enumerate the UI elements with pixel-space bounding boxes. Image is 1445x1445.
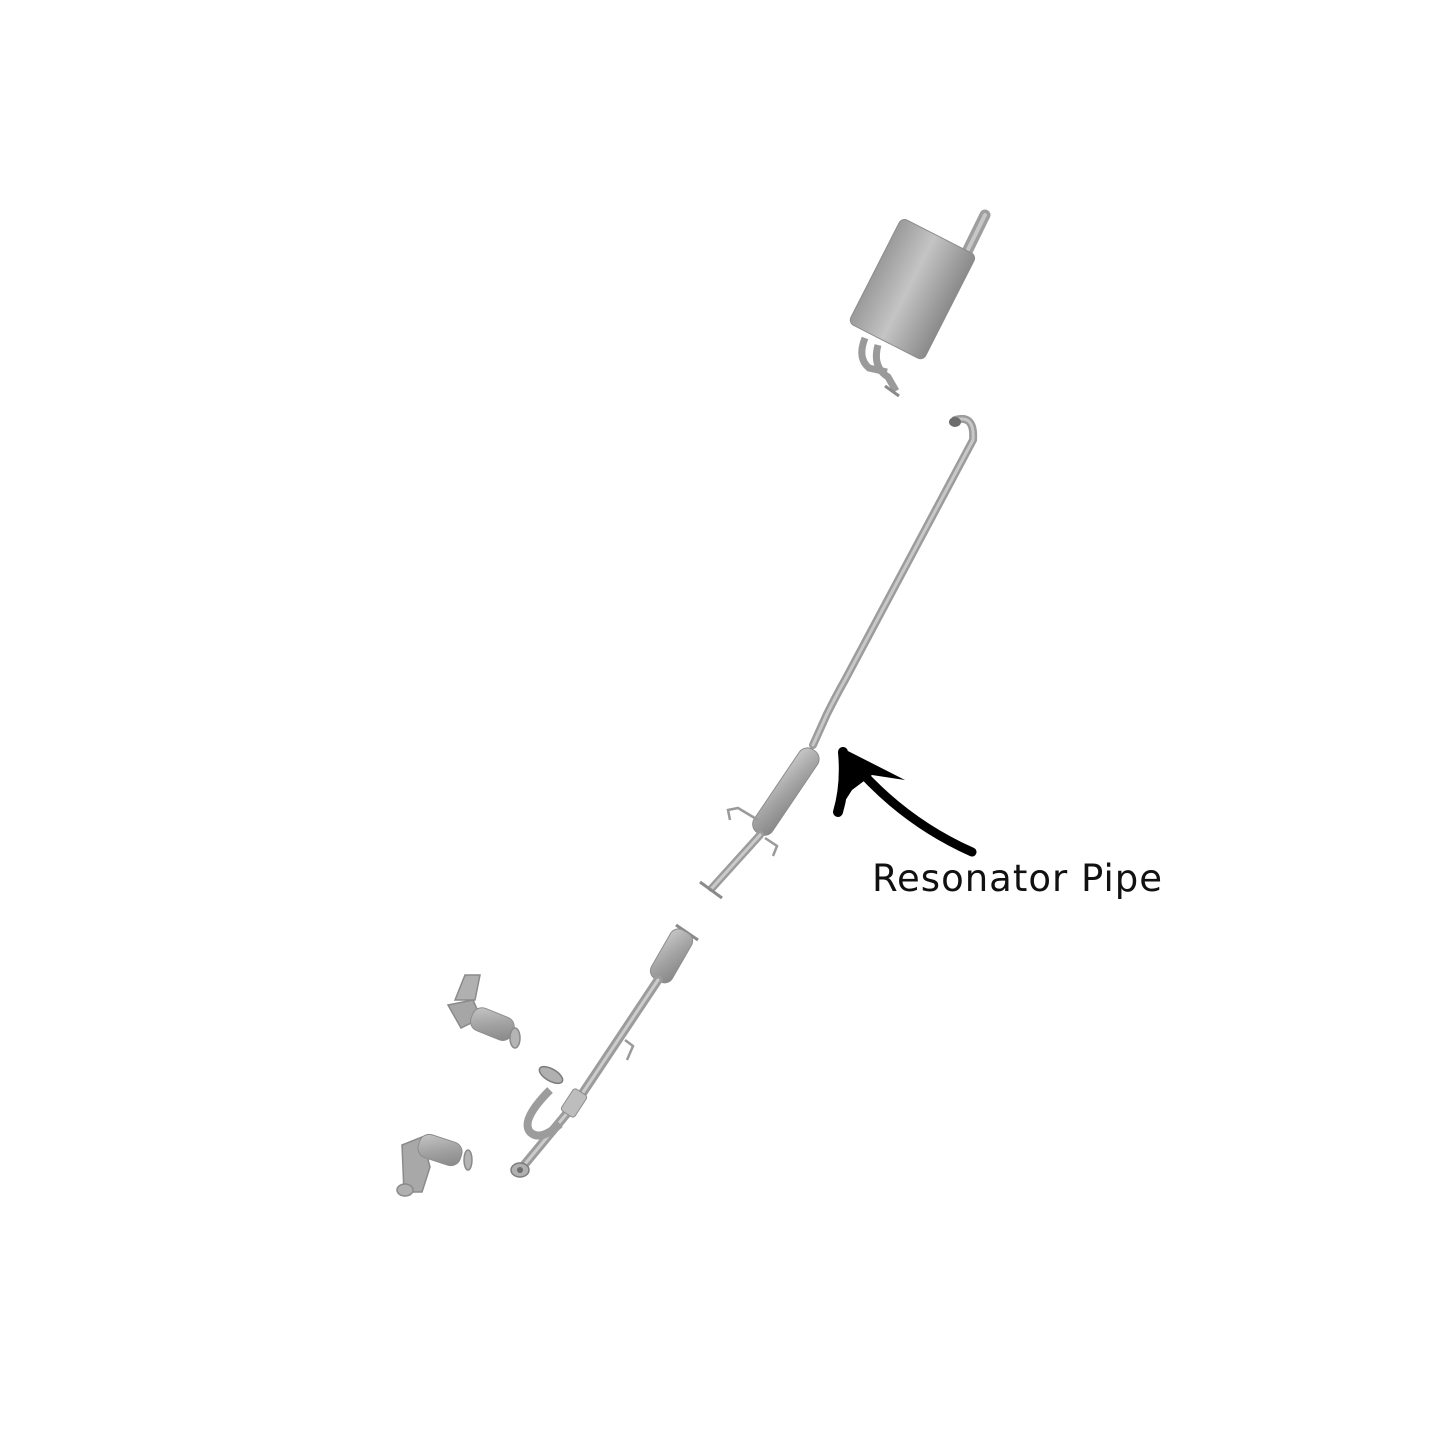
manifold-lower: [396, 1133, 473, 1197]
curved-arrow-icon: [833, 747, 977, 857]
front-pipe: [510, 923, 699, 1178]
resonator-pipe-label: Resonator Pipe: [872, 857, 1163, 900]
muffler: [849, 209, 991, 398]
resonator-pipe: [699, 415, 978, 900]
manifold-upper: [446, 974, 521, 1049]
